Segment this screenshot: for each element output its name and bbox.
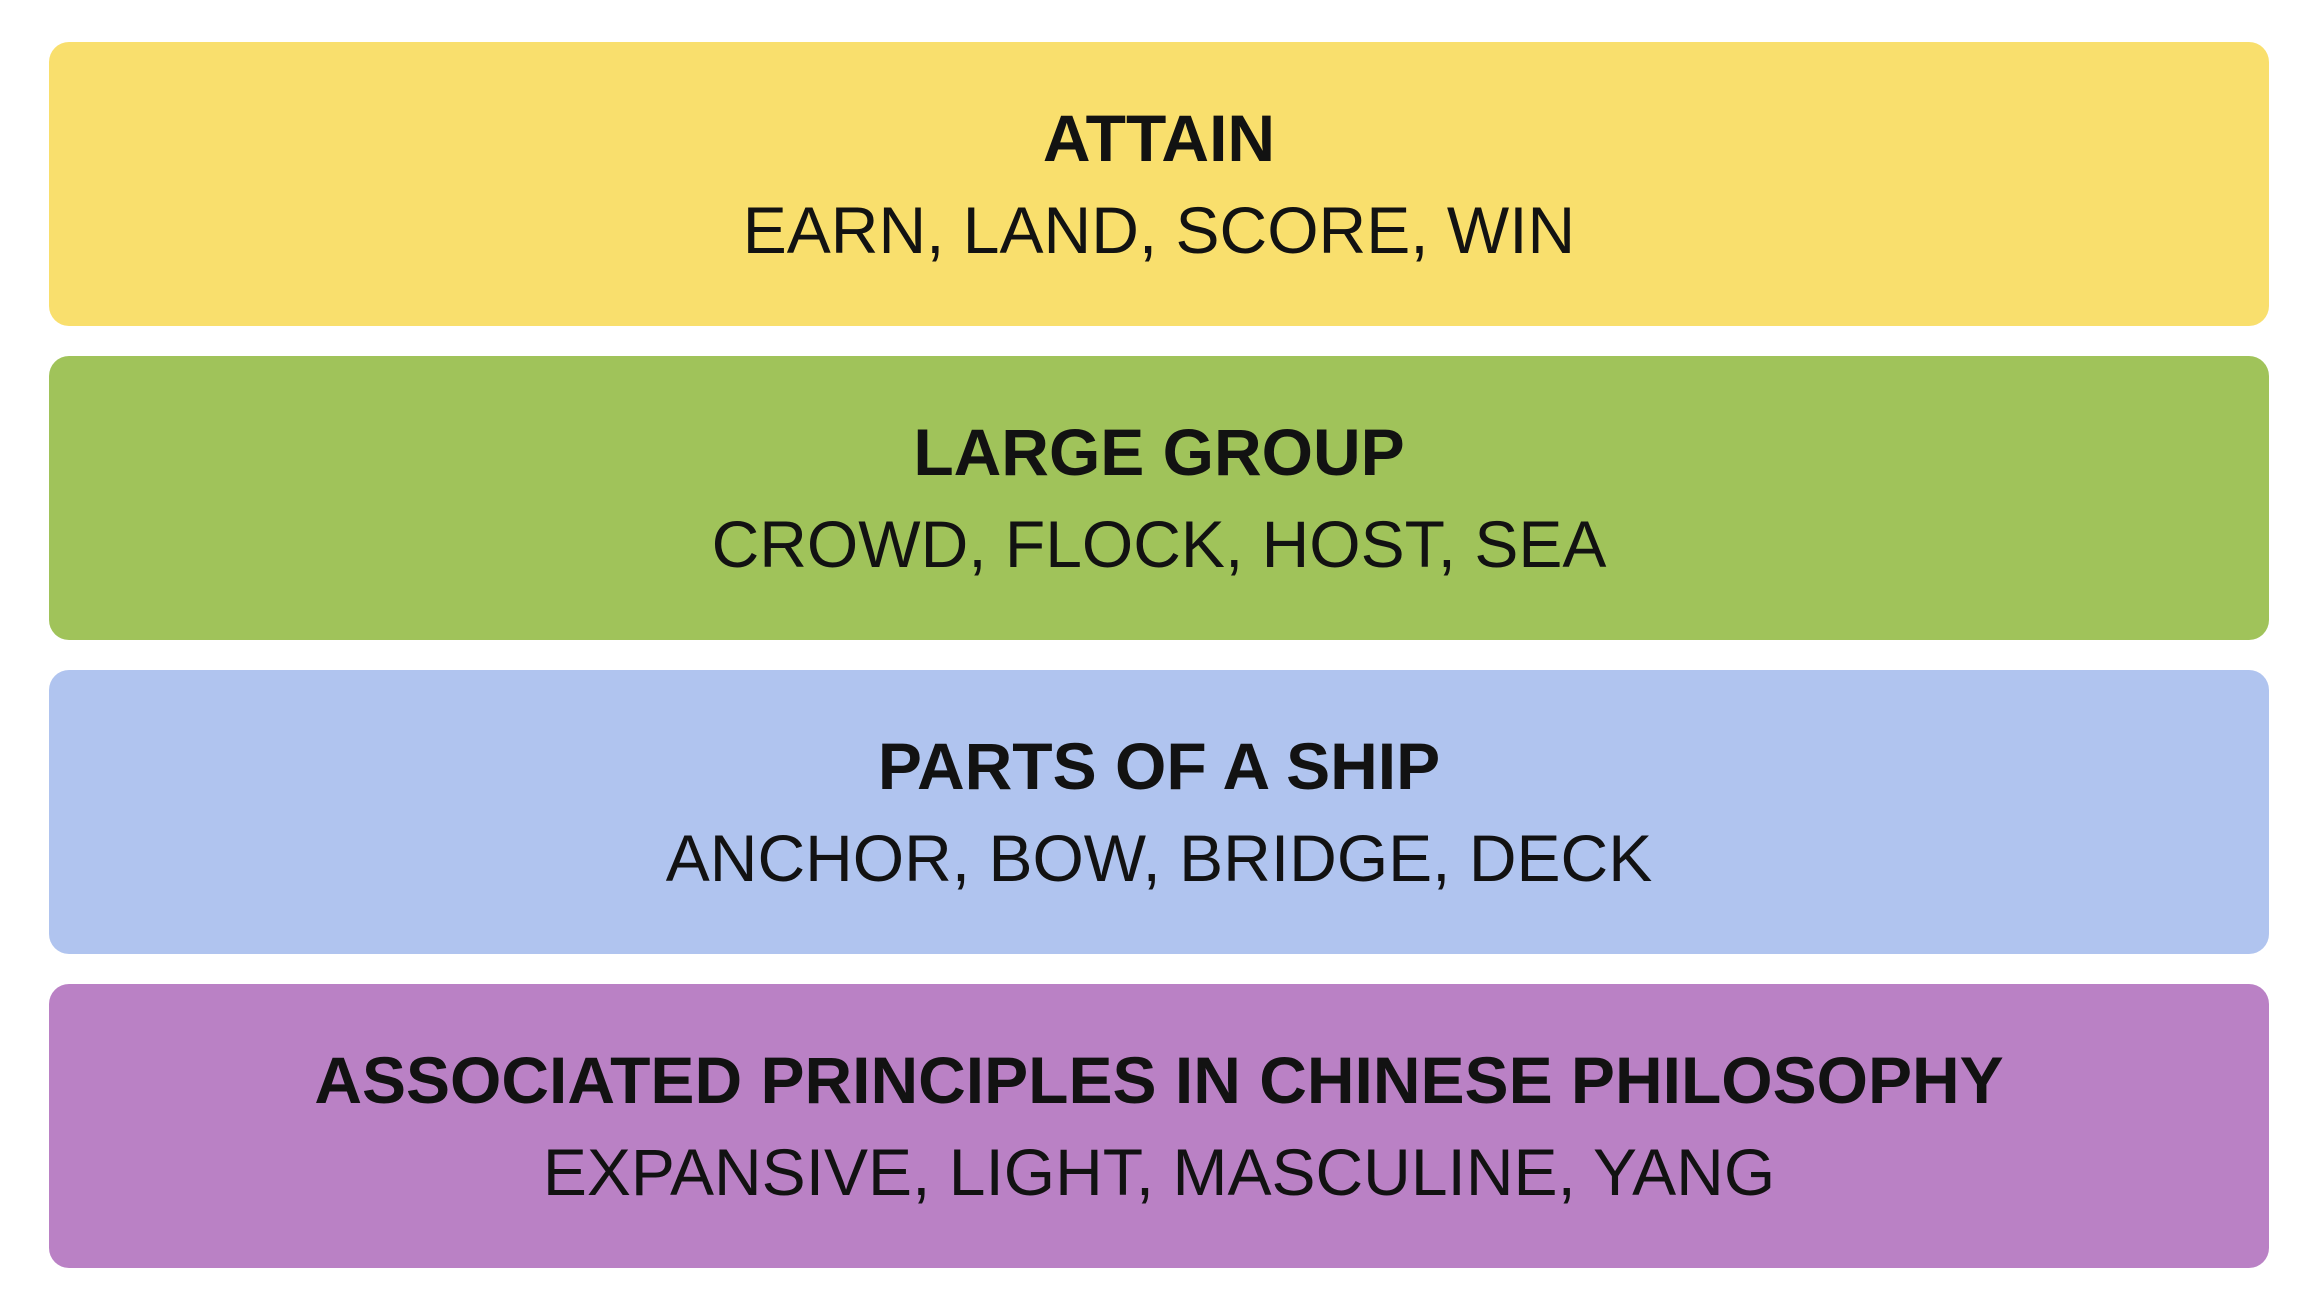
solved-group-blue: PARTS OF A SHIP ANCHOR, BOW, BRIDGE, DEC… [49, 670, 2269, 954]
group-members: ANCHOR, BOW, BRIDGE, DECK [665, 821, 1653, 895]
group-title: ATTAIN [1042, 101, 1276, 175]
group-members: EARN, LAND, SCORE, WIN [742, 193, 1576, 267]
solved-group-green: LARGE GROUP CROWD, FLOCK, HOST, SEA [49, 356, 2269, 640]
group-title: PARTS OF A SHIP [877, 729, 1441, 803]
group-members: CROWD, FLOCK, HOST, SEA [711, 507, 1607, 581]
solved-group-purple: ASSOCIATED PRINCIPLES IN CHINESE PHILOSO… [49, 984, 2269, 1268]
group-title: ASSOCIATED PRINCIPLES IN CHINESE PHILOSO… [314, 1043, 2004, 1117]
solved-groups-board: ATTAIN EARN, LAND, SCORE, WIN LARGE GROU… [49, 42, 2269, 1298]
solved-group-yellow: ATTAIN EARN, LAND, SCORE, WIN [49, 42, 2269, 326]
group-members: EXPANSIVE, LIGHT, MASCULINE, YANG [542, 1135, 1776, 1209]
group-title: LARGE GROUP [913, 415, 1405, 489]
